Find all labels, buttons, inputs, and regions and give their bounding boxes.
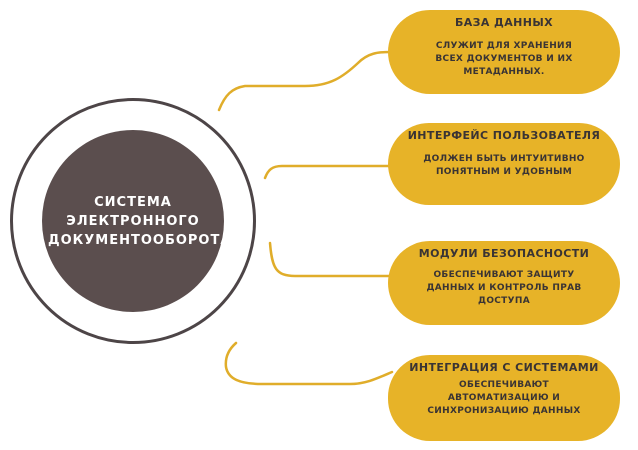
node-database: БАЗА ДАННЫХ СЛУЖИТ ДЛЯ ХРАНЕНИЯ ВСЕХ ДОК… bbox=[388, 10, 620, 94]
node-description: ОБЕСПЕЧИВАЮТ АВТОМАТИЗАЦИЮ И СИНХРОНИЗАЦ… bbox=[427, 380, 581, 416]
connector-2 bbox=[268, 241, 392, 278]
node-title: БАЗА ДАННЫХ bbox=[454, 16, 554, 29]
hub-title: СИСТЕМА ЭЛЕКТРОННОГО ДОКУМЕНТООБОРОТА bbox=[48, 194, 232, 248]
node-description: СЛУЖИТ ДЛЯ ХРАНЕНИЯ ВСЕХ ДОКУМЕНТОВ И ИХ… bbox=[435, 41, 573, 77]
node-security-modules: МОДУЛИ БЕЗОПАСНОСТИ ОБЕСПЕЧИВАЮТ ЗАЩИТУ … bbox=[388, 241, 620, 325]
node-description: ОБЕСПЕЧИВАЮТ ЗАЩИТУ ДАННЫХ И КОНТРОЛЬ ПР… bbox=[426, 270, 582, 306]
connector-1 bbox=[263, 164, 392, 180]
node-title: ИНТЕРФЕЙС ПОЛЬЗОВАТЕЛЯ bbox=[407, 129, 601, 142]
node-user-interface: ИНТЕРФЕЙС ПОЛЬЗОВАТЕЛЯ ДОЛЖЕН БЫТЬ ИНТУИ… bbox=[388, 123, 620, 205]
node-description: ДОЛЖЕН БЫТЬ ИНТУИТИВНО ПОНЯТНЫМ И УДОБНЫ… bbox=[423, 154, 585, 177]
hub-outer-ring bbox=[10, 98, 256, 344]
hub-circle: СИСТЕМА ЭЛЕКТРОННОГО ДОКУМЕНТООБОРОТА bbox=[42, 130, 232, 312]
connector-3 bbox=[224, 341, 394, 386]
node-title: ИНТЕГРАЦИЯ С СИСТЕМАМИ bbox=[409, 361, 599, 374]
connector-0 bbox=[217, 50, 392, 112]
node-system-integration: ИНТЕГРАЦИЯ С СИСТЕМАМИ ОБЕСПЕЧИВАЮТ АВТО… bbox=[388, 355, 620, 441]
node-title: МОДУЛИ БЕЗОПАСНОСТИ bbox=[418, 247, 590, 260]
